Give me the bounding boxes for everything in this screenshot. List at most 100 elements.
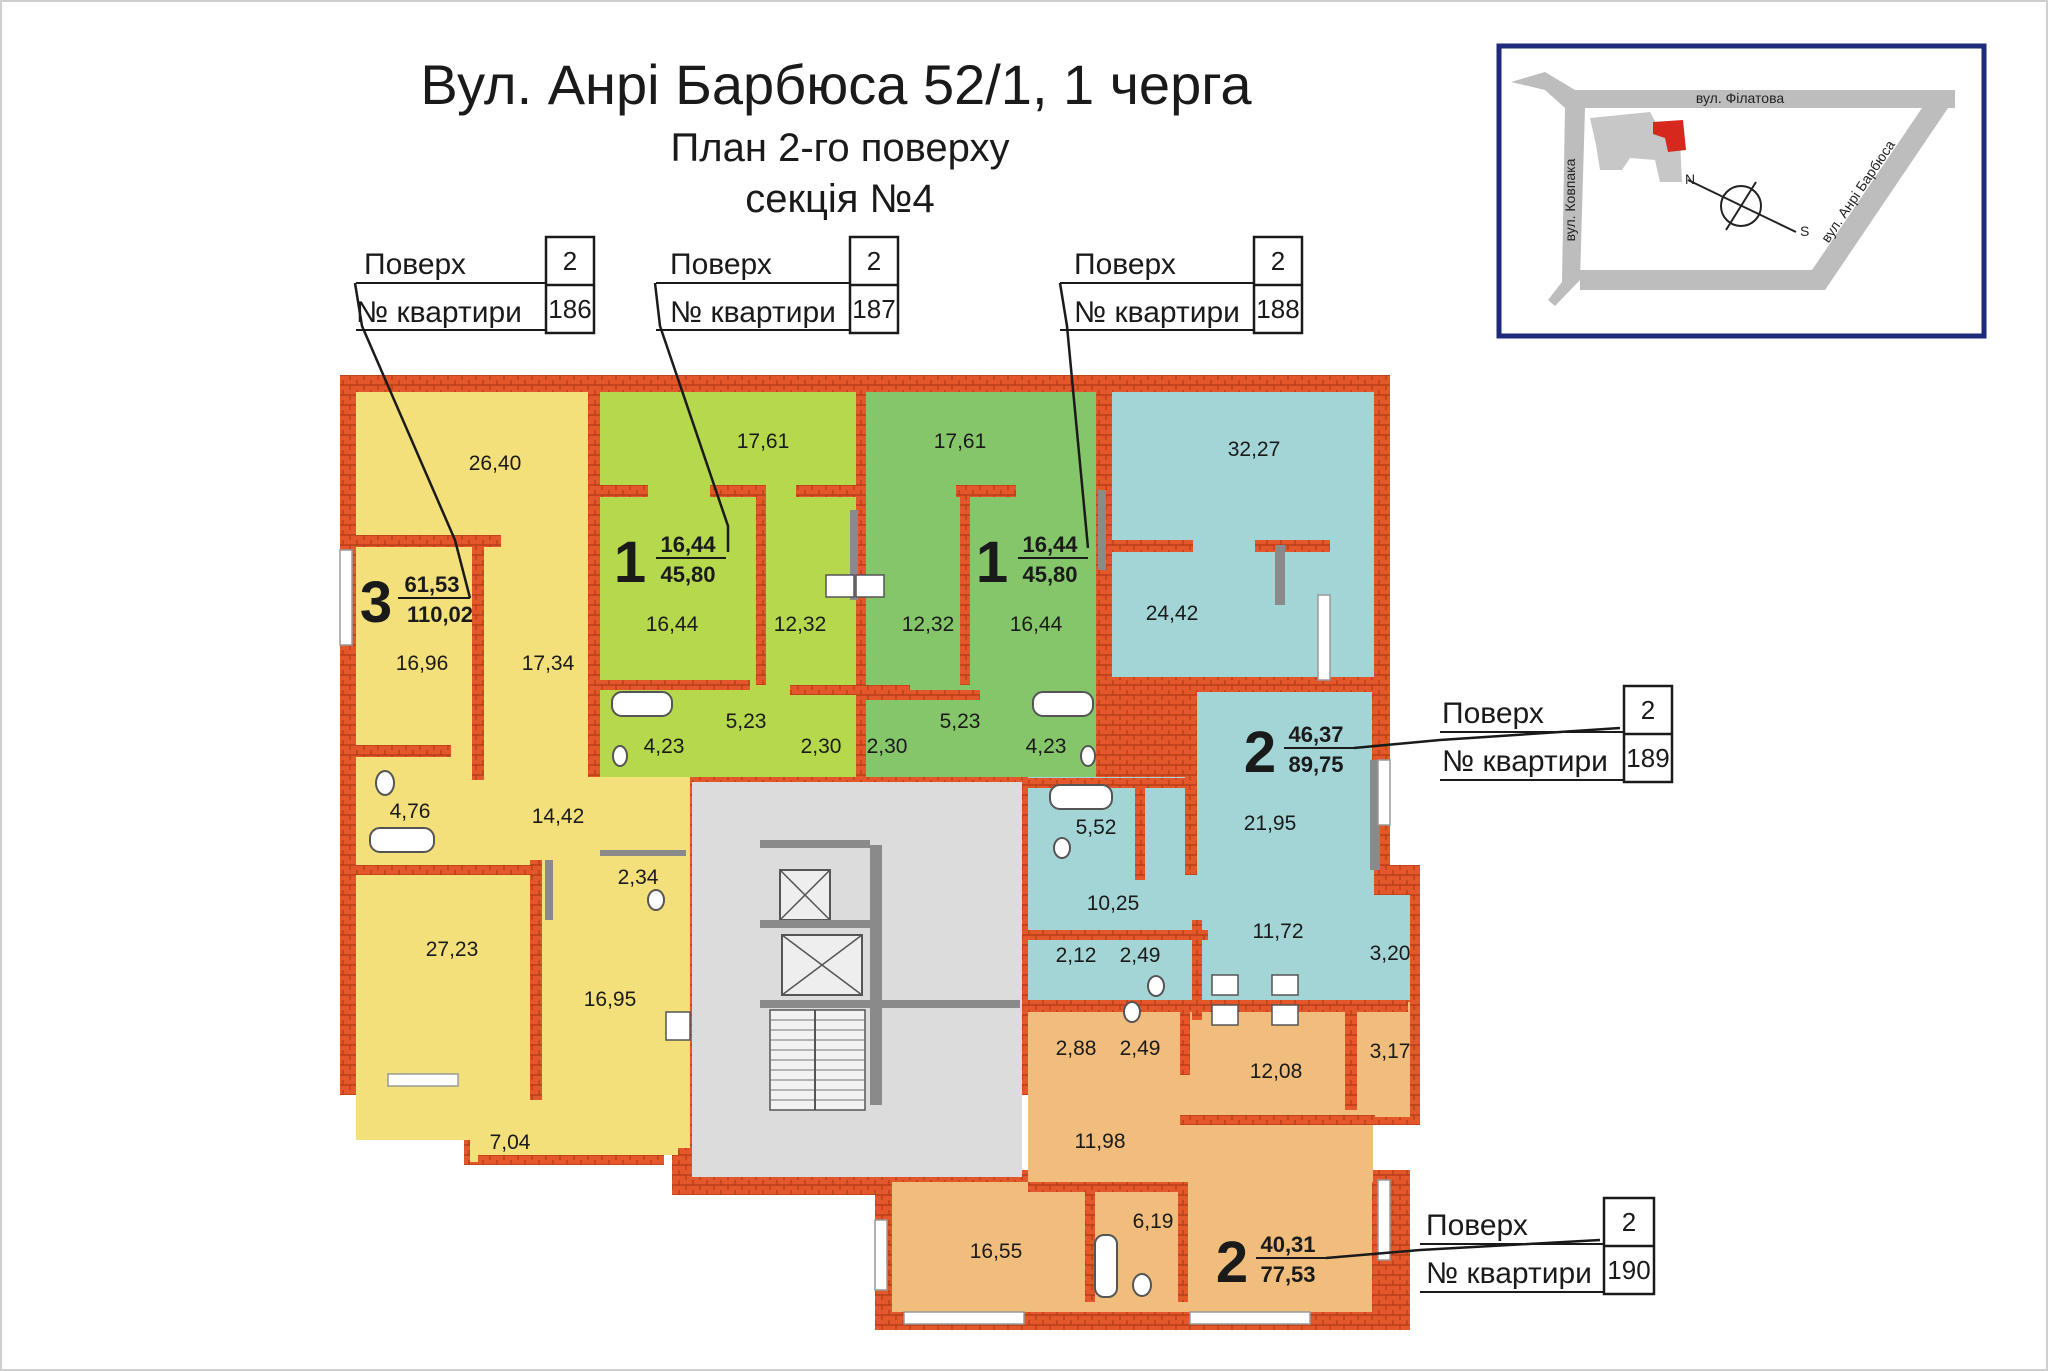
location-map: N S вул. Філатова вул. Ковпака вул. Анрі… — [1496, 43, 1987, 339]
room-area: 4,23 — [644, 735, 685, 758]
stove-icon — [665, 1011, 691, 1041]
toilet-icon — [1147, 975, 1165, 997]
street-label-kovpaka: вул. Ковпака — [1562, 158, 1578, 241]
apartment-number: 188 — [1256, 294, 1299, 324]
bathtub-icon — [1032, 691, 1094, 717]
room-area: 4,76 — [390, 800, 431, 823]
compass-n-label: N — [1685, 171, 1695, 187]
room-areas-188: 17,61 12,32 16,44 5,23 2,30 4,23 — [867, 430, 1067, 758]
room-area: 12,08 — [1250, 1060, 1303, 1083]
living-area: 16,44 — [660, 532, 716, 557]
staircase — [769, 1009, 866, 1111]
apartment-no-label: № квартири — [1442, 745, 1608, 778]
floor-label: Поверх — [1074, 248, 1176, 281]
living-area: 40,31 — [1260, 1232, 1315, 1257]
stove-icon — [1271, 1004, 1299, 1026]
compass-s-label: S — [1800, 223, 1809, 239]
rooms-count: 3 — [360, 570, 392, 635]
compass-icon — [1720, 185, 1762, 227]
floor-label: Поверх — [1426, 1209, 1528, 1242]
stove-icon — [1271, 974, 1299, 996]
apartment-number: 189 — [1626, 743, 1669, 773]
rooms-count: 1 — [976, 530, 1008, 595]
summary-188: 1 16,44 45,80 — [976, 530, 1088, 595]
room-area: 11,72 — [1253, 920, 1304, 943]
apartment-number: 190 — [1607, 1255, 1650, 1285]
callout-leaders — [353, 282, 1621, 1260]
apartment-number: 186 — [548, 294, 591, 324]
total-area: 89,75 — [1288, 752, 1343, 777]
summary-187: 1 16,44 45,80 — [614, 530, 726, 595]
floor-label: Поверх — [364, 248, 466, 281]
floor-value: 2 — [1641, 695, 1655, 725]
plan-subtitle: План 2-го поверху — [671, 126, 1010, 170]
room-area: 4,23 — [1026, 735, 1067, 758]
room-areas-189: 32,27 24,42 21,95 5,52 10,25 11,72 3,20 … — [1056, 438, 1411, 967]
room-area: 2,12 — [1056, 944, 1097, 967]
room-area: 2,49 — [1120, 944, 1161, 967]
callout-186: Поверх № квартири 2 186 — [356, 235, 596, 335]
room-area: 16,44 — [646, 613, 699, 636]
section-highlight — [1653, 120, 1686, 152]
rooms-count: 2 — [1244, 720, 1276, 785]
summary-190: 2 40,31 77,53 — [1216, 1230, 1326, 1295]
street-label-filatova: вул. Філатова — [1696, 90, 1784, 106]
apartment-no-label: № квартири — [670, 296, 836, 329]
room-area: 24,42 — [1146, 602, 1199, 625]
room-area: 6,19 — [1133, 1210, 1174, 1233]
room-area: 21,95 — [1244, 812, 1297, 835]
toilet-icon — [612, 745, 628, 767]
room-area: 16,44 — [1010, 613, 1063, 636]
total-area: 45,80 — [1022, 562, 1077, 587]
room-area: 5,23 — [726, 710, 767, 733]
callout-190: Поверх № квартири 2 190 — [1420, 1196, 1656, 1296]
bathtub-icon — [1094, 1234, 1118, 1298]
room-area: 5,52 — [1076, 816, 1117, 839]
section-subtitle: секція №4 — [745, 177, 934, 221]
room-area: 12,32 — [902, 613, 955, 636]
street-barbusa — [1580, 108, 1948, 290]
living-area: 16,44 — [1022, 532, 1078, 557]
room-areas-187: 17,61 16,44 12,32 5,23 4,23 2,30 — [644, 430, 842, 758]
room-area: 26,40 — [469, 452, 522, 475]
room-area: 2,30 — [801, 735, 842, 758]
apartment-186[interactable] — [356, 392, 690, 1162]
windows — [339, 549, 1391, 1325]
stove-icon — [1211, 974, 1239, 996]
toilet-icon — [375, 770, 395, 796]
callout-187: Поверх № квартири 2 187 — [656, 235, 900, 335]
page-title: Вул. Анрі Барбюса 52/1, 1 черга — [420, 53, 1252, 116]
toilet-icon — [1132, 1273, 1152, 1297]
toilet-icon — [1080, 745, 1096, 767]
street-filatova-kovpaka — [1511, 72, 1955, 306]
floor-label: Поверх — [670, 248, 772, 281]
floor-label: Поверх — [1442, 697, 1544, 730]
living-area: 46,37 — [1288, 722, 1343, 747]
floor-value: 2 — [1622, 1207, 1636, 1237]
apartment-no-label: № квартири — [356, 296, 522, 329]
total-area: 77,53 — [1260, 1262, 1315, 1287]
stove-icon — [1211, 1004, 1239, 1026]
room-area: 27,23 — [426, 938, 479, 961]
apartment-no-label: № квартири — [1426, 1257, 1592, 1290]
room-area: 12,32 — [774, 613, 827, 636]
common-core — [692, 782, 1022, 1177]
room-area: 5,23 — [940, 710, 981, 733]
living-area: 61,53 — [404, 572, 459, 597]
compass-axis-ew — [1725, 181, 1757, 231]
callout-189: Поверх № квартири 2 189 — [1440, 684, 1674, 784]
room-area: 2,30 — [867, 735, 908, 758]
fixtures — [369, 574, 1299, 1298]
apartment-number: 187 — [852, 294, 895, 324]
floor-value: 2 — [1271, 246, 1285, 276]
summary-189: 2 46,37 89,75 — [1244, 720, 1354, 785]
room-area: 17,61 — [737, 430, 790, 453]
total-area: 45,80 — [660, 562, 715, 587]
rooms-count: 1 — [614, 530, 646, 595]
floor-value: 2 — [867, 246, 881, 276]
total-area: 110,02 — [407, 602, 473, 627]
room-areas-190: 2,88 2,49 12,08 3,17 11,98 6,19 16,55 — [970, 1037, 1411, 1263]
rooms-count: 2 — [1216, 1230, 1248, 1295]
room-areas-186: 26,40 16,96 17,34 4,76 14,42 2,34 27,23 … — [390, 452, 659, 1154]
